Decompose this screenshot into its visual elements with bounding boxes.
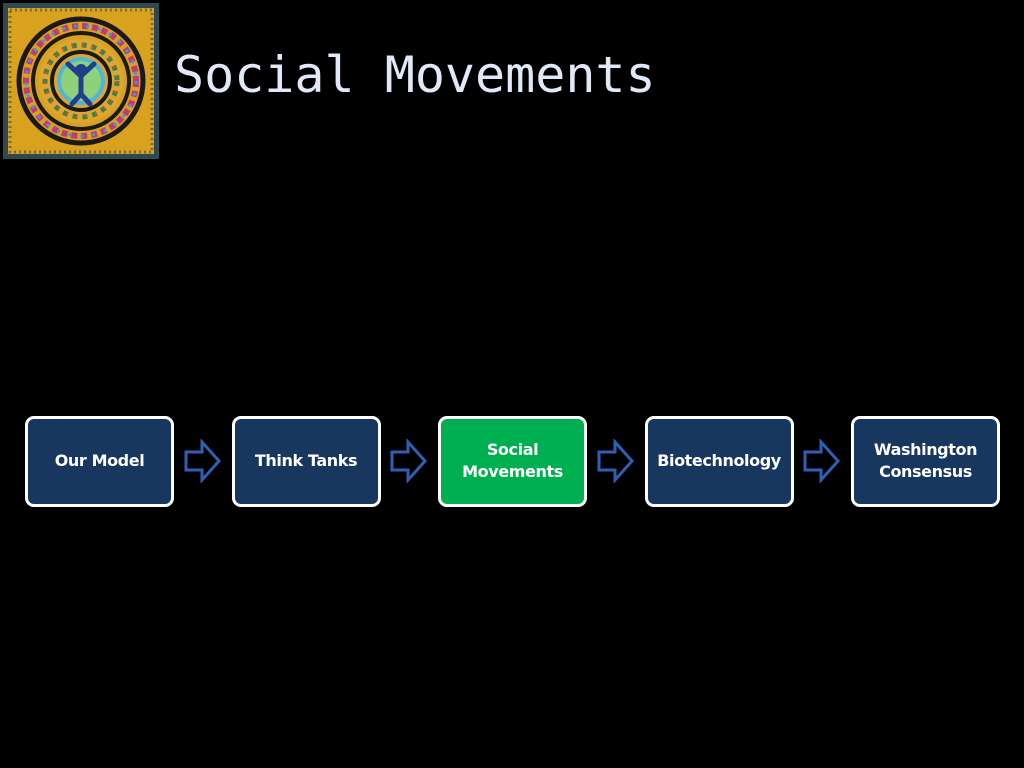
right-arrow-icon [184, 439, 222, 483]
right-arrow-icon [390, 439, 428, 483]
right-arrow-icon [597, 439, 635, 483]
slide-title: Social Movements [174, 46, 656, 104]
step-label: Washington Consensus [873, 440, 978, 481]
process-flow: Our Model Think Tanks Social Movements B… [25, 415, 1000, 507]
right-arrow-icon [803, 439, 841, 483]
step-label: Our Model [54, 451, 145, 470]
spiral-mosaic-icon [8, 8, 154, 154]
step-think-tanks[interactable]: Think Tanks [231, 415, 381, 507]
step-social-movements[interactable]: Social Movements [438, 415, 587, 507]
step-label: Think Tanks [254, 451, 358, 470]
step-our-model[interactable]: Our Model [25, 415, 174, 507]
step-biotechnology[interactable]: Biotechnology [644, 415, 794, 507]
step-washington-consensus[interactable]: Washington Consensus [851, 415, 1000, 507]
step-label: Biotechnology [657, 451, 781, 470]
logo-image [3, 3, 159, 159]
step-label: Social Movements [462, 440, 563, 481]
